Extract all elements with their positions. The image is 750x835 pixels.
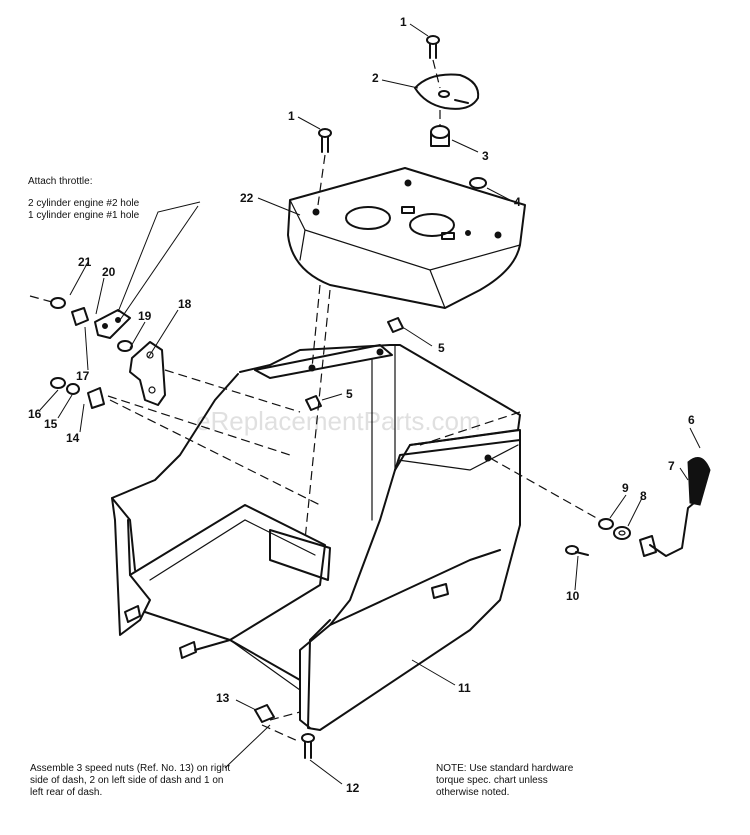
speed-nut-5-lower (305, 395, 322, 411)
clip-17 (71, 307, 89, 326)
note-line-1: NOTE: Use standard hardware (436, 763, 574, 774)
callout-21: 21 (78, 255, 92, 269)
plug-4 (469, 177, 487, 189)
callout-15: 15 (44, 417, 58, 431)
watermark: eReplacementParts.com (196, 406, 481, 436)
callout-22: 22 (240, 191, 254, 205)
callout-9: 9 (622, 481, 629, 495)
callout-11: 11 (458, 681, 471, 695)
top-screw-1 (426, 35, 440, 59)
lever-knob-6 (687, 457, 711, 506)
attach-title: Attach throttle: (28, 176, 92, 187)
callout-labels: 1 2 1 3 4 22 5 5 6 7 9 8 10 11 12 13 14 … (28, 15, 695, 795)
callout-5-upper: 5 (438, 341, 445, 355)
note-line-3: otherwise noted. (436, 787, 509, 798)
callout-8: 8 (640, 489, 647, 503)
callout-13: 13 (216, 691, 230, 705)
assemble-line-1: Assemble 3 speed nuts (Ref. No. 13) on r… (30, 763, 230, 774)
callout-17: 17 (76, 369, 90, 383)
speed-nut-14 (87, 387, 105, 409)
dash-housing (111, 344, 521, 731)
alignment-lines (29, 59, 601, 743)
callout-7: 7 (668, 459, 675, 473)
callout-2: 2 (372, 71, 379, 85)
callout-1-top: 1 (400, 15, 407, 29)
attach-throttle-note: Attach throttle: 2 cylinder engine #2 ho… (28, 176, 140, 221)
callout-18: 18 (178, 297, 192, 311)
nut-9 (598, 518, 614, 530)
assemble-line-2: side of dash, 2 on left side of dash and… (30, 775, 223, 786)
washer-8 (613, 526, 631, 540)
nut-16 (50, 377, 66, 389)
callout-6: 6 (688, 413, 695, 427)
leader-lines (39, 23, 701, 785)
callout-19: 19 (138, 309, 152, 323)
throttle-bracket-18 (129, 341, 166, 406)
speed-nut-5-upper (387, 317, 404, 333)
attach-line-1: 2 cylinder engine #2 hole (28, 198, 140, 209)
knob-3 (430, 125, 450, 147)
note-line-2: torque spec. chart unless (436, 775, 548, 786)
plate-2 (414, 73, 480, 110)
callout-10: 10 (566, 589, 580, 603)
dash-panel (287, 167, 526, 309)
attach-line-2: 1 cylinder engine #1 hole (28, 210, 140, 221)
nut-21 (50, 297, 66, 309)
callout-16: 16 (28, 407, 42, 421)
lever-7 (639, 502, 695, 557)
washer-19 (117, 340, 133, 352)
throttle-plate-20 (94, 309, 131, 339)
left-screw-1 (318, 128, 332, 153)
callout-14: 14 (66, 431, 80, 445)
assemble-line-3: left rear of dash. (30, 787, 102, 798)
bolt-10 (565, 545, 589, 556)
hardware-note: NOTE: Use standard hardware torque spec.… (436, 763, 574, 798)
callout-1-left: 1 (288, 109, 295, 123)
assemble-note: Assemble 3 speed nuts (Ref. No. 13) on r… (30, 763, 230, 798)
callout-3: 3 (482, 149, 489, 163)
callout-12: 12 (346, 781, 360, 795)
speed-nut-13 (254, 704, 275, 723)
callout-20: 20 (102, 265, 116, 279)
washer-15 (66, 383, 80, 395)
callout-4: 4 (514, 195, 521, 209)
screw-12 (301, 733, 315, 759)
callout-5-lower: 5 (346, 387, 353, 401)
